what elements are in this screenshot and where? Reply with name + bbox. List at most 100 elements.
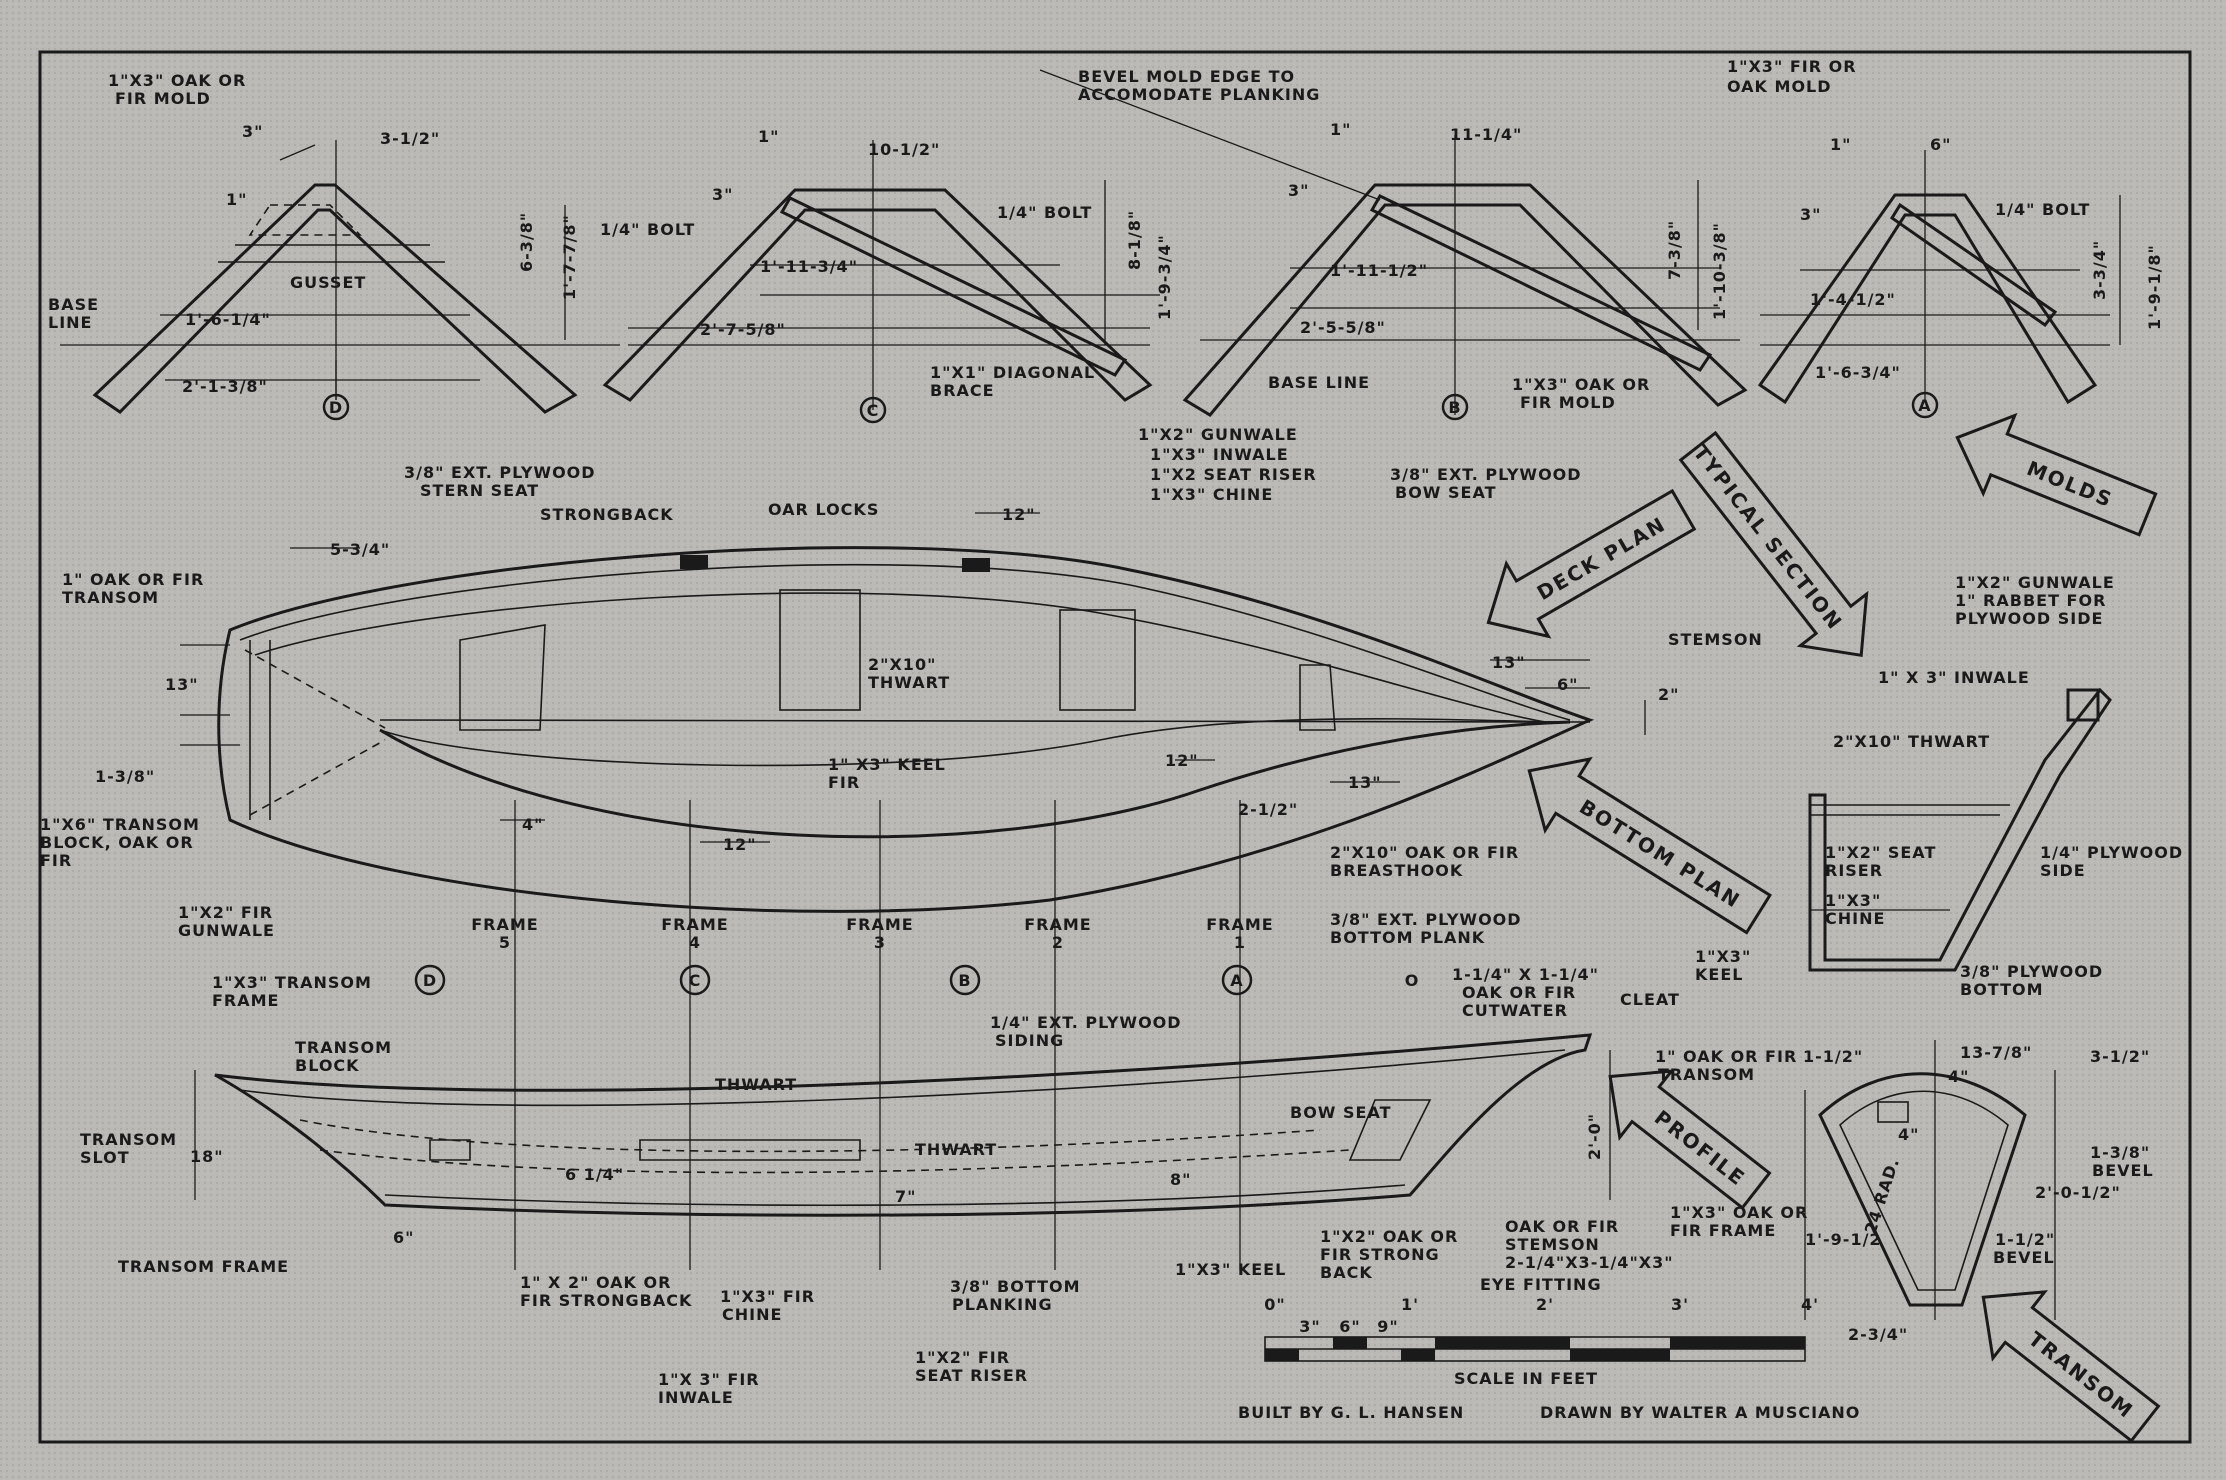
deck-plan: 1"X2" GUNWALE 1"X3" INWALE 1"X2 SEAT RIS… <box>40 425 1762 1050</box>
profile-label: 1"X3" FIR <box>720 1287 815 1306</box>
profile-label: 7" <box>895 1187 916 1206</box>
deck-plan-label: 1" X3" KEEL <box>828 755 946 774</box>
station-a-marker <box>1221 964 1253 996</box>
deck-plan-label: OAR LOCKS <box>768 500 879 519</box>
deck-plan-label: FIR <box>828 773 860 792</box>
deck-plan-label: 2"X10" <box>868 655 936 674</box>
deck-plan-label: 1-3/8" <box>95 767 155 786</box>
deck-plan-label: THWART <box>868 673 950 692</box>
profile-label: 1"X2" OAK OR <box>1320 1227 1458 1246</box>
deck-plan-label: FIR <box>40 851 72 870</box>
profile-label: 1"X 3" FIR <box>658 1370 760 1389</box>
deck-plan-label: 13" <box>1348 773 1382 792</box>
station-a: A <box>1230 971 1243 990</box>
section-label: 1"X2" SEAT <box>1825 843 1936 862</box>
deck-plan-label: 1"X2" FIR <box>178 903 273 922</box>
deck-plan-label: SIDING <box>995 1031 1064 1050</box>
mold-b-label: 2'-5-5/8" <box>1300 318 1386 337</box>
mold-b-label: 3" <box>1288 181 1309 200</box>
profile-label: CUTWATER <box>1462 1001 1568 1020</box>
profile-label: SEAT RISER <box>915 1366 1028 1385</box>
station-c-marker <box>679 964 711 996</box>
mold-a-marker <box>1911 391 1939 419</box>
transom-label: 2-3/4" <box>1848 1325 1908 1344</box>
mold-c-label: 1'-11-3/4" <box>760 257 858 276</box>
profile-label: 3/8" BOTTOM <box>950 1277 1081 1296</box>
profile-label: CLEAT <box>1620 990 1680 1009</box>
profile-label: 6 1/4" <box>565 1165 624 1184</box>
deck-plan-label: 12" <box>1002 505 1036 524</box>
mold-d-id: D <box>329 398 343 417</box>
mold-c-label: 2'-7-5/8" <box>700 320 786 339</box>
mold-c-label: 1"X1" DIAGONAL <box>930 363 1095 382</box>
scale-tick: 1' <box>1401 1295 1419 1314</box>
station-d: D <box>423 971 437 990</box>
deck-plan-label: 13" <box>165 675 199 694</box>
transom-detail: 1" OAK OR FIR TRANSOM 1-1/2" 13-7/8" 4" … <box>1655 1040 2153 1344</box>
section-label: RISER <box>1825 861 1883 880</box>
mold-b-label: 1'-11-1/2" <box>1330 261 1428 280</box>
profile-label: 1-1/4" X 1-1/4" <box>1452 965 1599 984</box>
profile-label: BOW SEAT <box>1290 1103 1392 1122</box>
scale-tick: 0" <box>1264 1295 1285 1314</box>
section-label: SIDE <box>2040 861 2086 880</box>
deck-plan-label: 5-3/4" <box>330 540 390 559</box>
mold-b-label: FIR MOLD <box>1520 393 1616 412</box>
profile-label: 2-1/4"X3-1/4"X3" <box>1505 1253 1674 1272</box>
profile-label: 8" <box>1170 1170 1191 1189</box>
profile-label: BACK <box>1320 1263 1373 1282</box>
mold-c-label: 3" <box>712 185 733 204</box>
section-label: 3/8" PLYWOOD <box>1960 962 2103 981</box>
mold-c-marker <box>859 396 887 424</box>
mold-b-label: 1"X3" OAK OR <box>1512 375 1650 394</box>
profile-label: 1" X 2" OAK OR <box>520 1273 671 1292</box>
scale-tick: 4' <box>1801 1295 1819 1314</box>
profile-label: 2'-0" <box>1585 1113 1604 1160</box>
scale-tick: 2' <box>1536 1295 1554 1314</box>
profile-label: 1"X3" KEEL <box>1175 1260 1286 1279</box>
profile-view: TRANSOM BLOCK TRANSOM SLOT 18" THWART TH… <box>80 965 1680 1407</box>
profile-label: TRANSOM <box>295 1038 392 1057</box>
transom-label: 1" OAK OR FIR <box>1655 1047 1797 1066</box>
deck-plan-label: 3/8" EXT. PLYWOOD <box>404 463 596 482</box>
profile-label: SLOT <box>80 1148 130 1167</box>
mold-c-label: 10-1/2" <box>868 140 940 159</box>
mold-c-label: 8-1/8" <box>1125 210 1144 270</box>
deck-plan-label: 1" OAK OR FIR <box>62 570 204 589</box>
deck-plan-label: STERN SEAT <box>420 481 539 500</box>
profile-label: THWART <box>715 1075 797 1094</box>
deck-plan-label: BOTTOM PLANK <box>1330 928 1485 947</box>
mold-d: D 1"X3" OAK OR FIR MOLD 3" 3-1/2" 1" GUS… <box>48 71 620 421</box>
mold-a-label: 1'-9-1/8" <box>2145 244 2164 330</box>
section-label: 1"X3" <box>1825 891 1881 910</box>
mold-d-label: 1"X3" OAK OR <box>108 71 246 90</box>
mold-a: A 1"X3" FIR OR OAK MOLD 1" 6" 3" 1/4" BO… <box>1727 57 2164 419</box>
transom-label: 13-7/8" <box>1960 1043 2032 1062</box>
scale-label: SCALE IN FEET <box>1454 1369 1598 1388</box>
section-label: BOTTOM <box>1960 980 2044 999</box>
mold-d-label: 1'-7-7/8" <box>560 214 579 300</box>
deck-plan-label: 1/4" EXT. PLYWOOD <box>990 1013 1182 1032</box>
deck-plan-label: BOW SEAT <box>1395 483 1497 502</box>
profile-label: TRANSOM FRAME <box>118 1257 289 1276</box>
deck-plan-label: 2" <box>1658 685 1679 704</box>
mold-a-label: 6" <box>1930 135 1951 154</box>
deck-plan-label: 1"X3" INWALE <box>1150 445 1289 464</box>
transom-label: 2'-0-1/2" <box>2035 1183 2121 1202</box>
section-label: PLYWOOD SIDE <box>1955 609 2103 628</box>
transom-label: TRANSOM <box>1658 1065 1755 1084</box>
transom-label: 1'-9-1/2 <box>1805 1230 1882 1249</box>
profile-label: PLANKING <box>952 1295 1053 1314</box>
profile-label: OAK OR FIR <box>1462 983 1576 1002</box>
deck-plan-label: 13" <box>1492 653 1526 672</box>
deck-plan-label: 12" <box>1165 751 1199 770</box>
deck-plan-label: 12" <box>723 835 757 854</box>
mold-b-marker <box>1441 393 1469 421</box>
